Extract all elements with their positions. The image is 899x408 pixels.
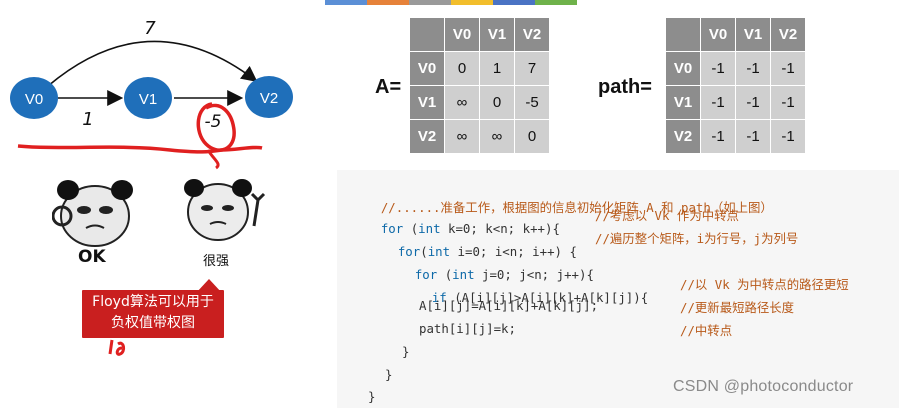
edge-weight-v0-v2: 7 [144, 18, 156, 39]
callout-line-1: Floyd算法可以用于 [82, 292, 224, 313]
matrix-cell: ∞ [445, 86, 480, 120]
meme-caption-ok: OK [78, 247, 106, 267]
matrix-cell: 1 [480, 52, 515, 86]
top-color-strip [325, 0, 577, 5]
matrix-cell: -1 [701, 52, 736, 86]
matrix-col-head: V2 [771, 18, 806, 52]
code-comment: //更新最短路径长度 [680, 298, 794, 316]
matrix-cell: 0 [480, 86, 515, 120]
floyd-negative-weight-callout: Floyd算法可以用于 负权值带权图 [82, 290, 224, 338]
matrix-col-head: V0 [445, 18, 480, 52]
code-line-10: } [368, 389, 375, 404]
strip-segment [493, 0, 535, 5]
edge-weight-v1-v2: -5 [205, 112, 222, 132]
matrix-path-label: path= [598, 76, 652, 99]
matrix-cell: -1 [736, 86, 771, 120]
matrix-a-label: A= [375, 76, 401, 99]
node-v2-label: V2 [260, 90, 278, 107]
matrix-col-head: V1 [480, 18, 515, 52]
strip-segment [325, 0, 367, 5]
code-comment: //遍历整个矩阵，i为行号，j为列号 [595, 229, 798, 247]
matrix-cell: -1 [736, 120, 771, 154]
matrix-cell: 0 [445, 52, 480, 86]
matrix-cell: ∞ [480, 120, 515, 154]
matrix-cell: -1 [771, 86, 806, 120]
matrix-row-head: V1 [666, 86, 701, 120]
node-v0-label: V0 [25, 91, 43, 108]
matrix-cell: -1 [701, 120, 736, 154]
matrix-cell: -1 [771, 52, 806, 86]
code-line-8: } [402, 344, 409, 359]
meme-caption-strong: 很强 [203, 250, 229, 269]
panda-strong-meme [172, 176, 270, 248]
strip-segment [451, 0, 493, 5]
matrix-row-head: V0 [666, 52, 701, 86]
matrix-row-head: V0 [410, 52, 445, 86]
code-line-7: path[i][j]=k; [419, 321, 516, 336]
strip-segment [535, 0, 577, 5]
edge-weight-v0-v1: 1 [82, 109, 93, 130]
matrix-cell: -5 [515, 86, 550, 120]
matrix-col-head: V0 [701, 18, 736, 52]
callout-pointer [196, 279, 222, 293]
floyd-code-block: //......准备工作，根据图的信息初始化矩阵 A 和 path（如上图） f… [337, 170, 899, 408]
code-comment: //考虑以 Vk 作为中转点 [595, 206, 739, 224]
red-underline-annotation [18, 146, 262, 152]
matrix-col-head: V1 [736, 18, 771, 52]
matrix-cell: -1 [771, 120, 806, 154]
matrix-cell: ∞ [445, 120, 480, 154]
matrix-cell: -1 [701, 86, 736, 120]
matrix-cell: 0 [515, 120, 550, 154]
matrix-row-head: V2 [666, 120, 701, 154]
code-line-9: } [385, 367, 392, 382]
matrix-corner [410, 18, 445, 52]
node-v1-label: V1 [139, 91, 157, 108]
code-comment: //中转点 [680, 321, 732, 339]
code-line-6: A[i][j]=A[i][k]+A[k][j]; [419, 298, 598, 313]
matrix-row-head: V1 [410, 86, 445, 120]
matrix-col-head: V2 [515, 18, 550, 52]
strip-segment [367, 0, 409, 5]
strip-segment [409, 0, 451, 5]
csdn-watermark: CSDN @photoconductor [673, 378, 853, 396]
callout-line-2: 负权值带权图 [82, 313, 224, 334]
panda-ok-meme [52, 176, 138, 248]
matrix-a: V0 V1 V2 V0 0 1 7 V1 ∞ 0 -5 V2 ∞ ∞ 0 [409, 17, 550, 154]
matrix-cell: -1 [736, 52, 771, 86]
red-scribble-annotation [104, 336, 134, 358]
matrix-corner [666, 18, 701, 52]
matrix-cell: 7 [515, 52, 550, 86]
weighted-graph: V0 V1 V2 7 1 -5 [0, 0, 330, 170]
matrix-row-head: V2 [410, 120, 445, 154]
code-comment: //以 Vk 为中转点的路径更短 [680, 275, 849, 293]
matrix-path: V0 V1 V2 V0 -1 -1 -1 V1 -1 -1 -1 V2 -1 -… [665, 17, 806, 154]
